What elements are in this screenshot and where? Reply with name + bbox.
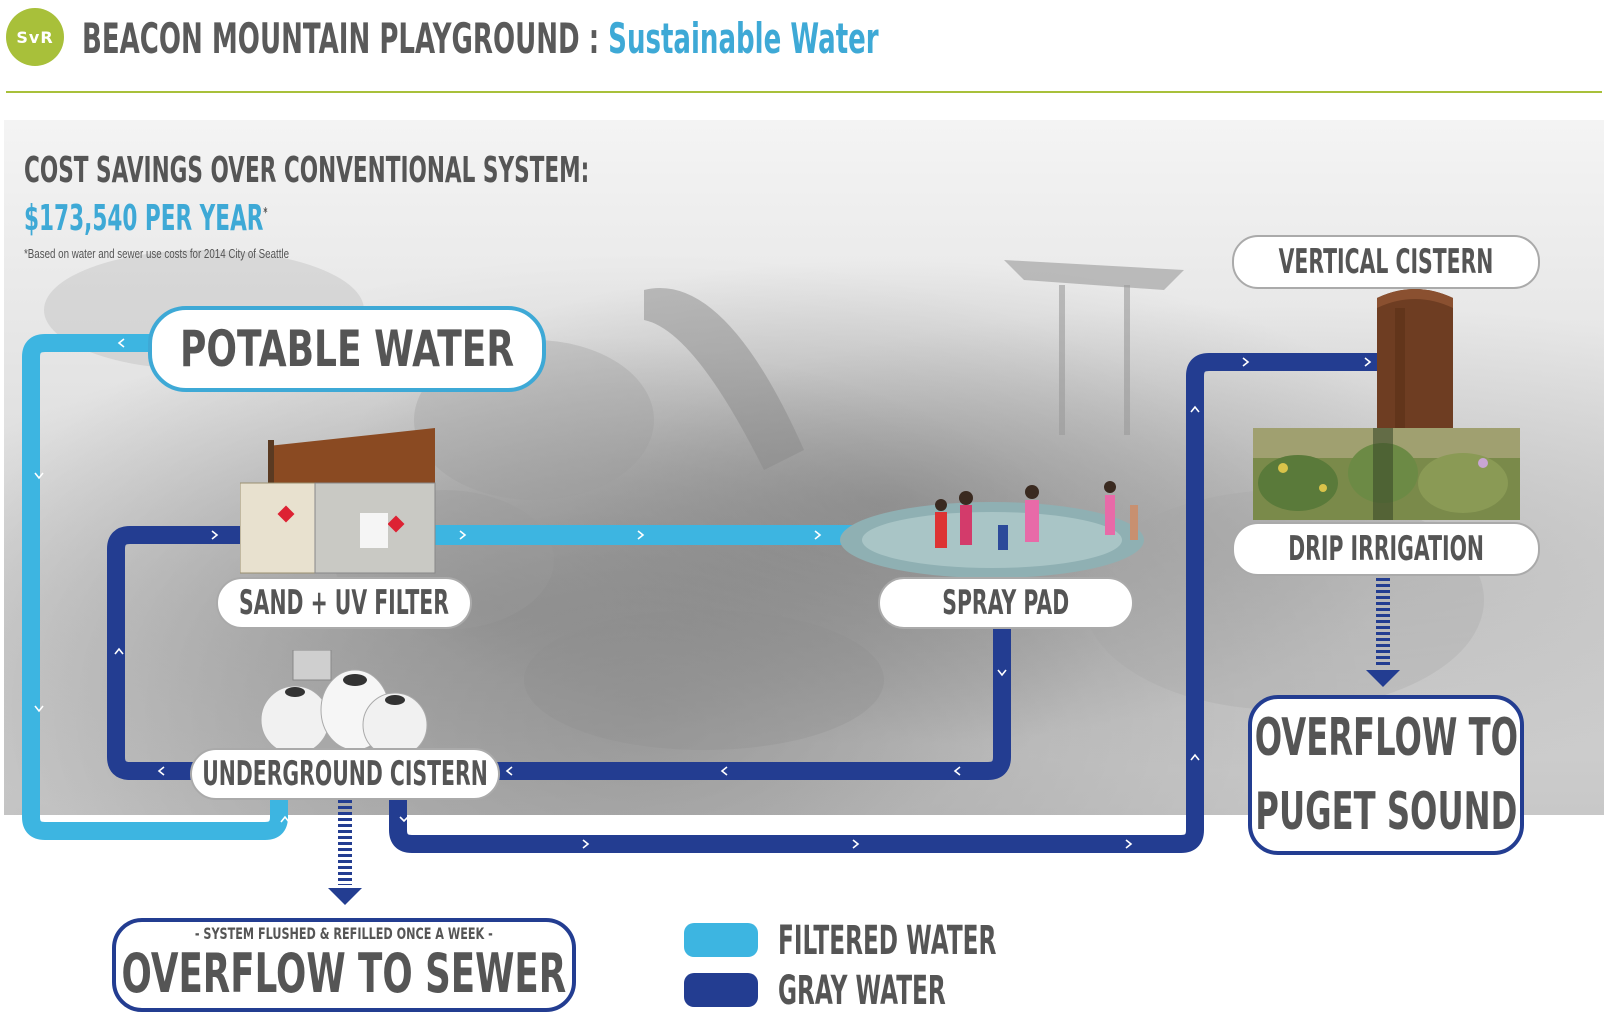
- spray-pad-photo: [840, 481, 1144, 578]
- footnote-mark: *: [263, 206, 268, 221]
- overflow-to-sewer-label: - SYSTEM FLUSHED & REFILLED ONCE A WEEK …: [112, 918, 576, 1012]
- header-divider: [6, 91, 1602, 93]
- gray-water-pipe-left-loop: [107, 526, 245, 780]
- svr-logo: SvR: [6, 8, 64, 66]
- underground-cistern-text: UNDERGROUND CISTERN: [202, 754, 488, 794]
- gray-water-pipe-spray-return: [492, 625, 1011, 780]
- legend-filtered-label: FILTERED WATER: [778, 918, 997, 964]
- overflow-to-sewer-arrowhead: [328, 888, 362, 905]
- potable-water-text: POTABLE WATER: [179, 320, 515, 378]
- overflow-puget-sound-label: OVERFLOW TO PUGET SOUND: [1248, 695, 1524, 855]
- title-text: BEACON MOUNTAIN PLAYGROUND :: [82, 14, 609, 63]
- overflow-puget-line1: OVERFLOW TO: [1254, 708, 1518, 768]
- drip-irrigation-text: DRIP IRRIGATION: [1288, 529, 1484, 569]
- underground-cistern-label: UNDERGROUND CISTERN: [190, 748, 500, 800]
- drip-irrigation-photo: [1253, 428, 1520, 520]
- potable-water-label: POTABLE WATER: [148, 306, 546, 392]
- drip-irrigation-label: DRIP IRRIGATION: [1232, 522, 1540, 576]
- gray-water-pipe-to-vertical-cistern: [389, 353, 1385, 853]
- sand-uv-filter-text: SAND + UV FILTER: [239, 583, 449, 623]
- title-subtitle: Sustainable Water: [608, 14, 879, 63]
- vertical-cistern-label: VERTICAL CISTERN: [1232, 235, 1540, 289]
- cost-savings-note: *Based on water and sewer use costs for …: [24, 246, 290, 261]
- vertical-cistern-photo: [1377, 289, 1453, 428]
- legend-filtered-swatch: [684, 923, 758, 957]
- overflow-puget-line2: PUGET SOUND: [1254, 782, 1518, 842]
- cost-amount-value: $173,540 PER YEAR: [24, 198, 264, 239]
- cost-savings-heading: COST SAVINGS OVER CONVENTIONAL SYSTEM:: [24, 150, 590, 191]
- vertical-cistern-text: VERTICAL CISTERN: [1278, 242, 1494, 282]
- overflow-to-sewer-text: OVERFLOW TO SEWER: [121, 942, 567, 1005]
- filtered-water-pipe-left-loop: [22, 334, 288, 840]
- sand-uv-filter-label: SAND + UV FILTER: [216, 577, 472, 629]
- cost-savings-amount: $173,540 PER YEAR*: [24, 198, 268, 239]
- overflow-to-puget-arrowhead: [1366, 670, 1400, 687]
- spray-pad-text: SPRAY PAD: [942, 583, 1070, 623]
- page-title: BEACON MOUNTAIN PLAYGROUND : Sustainable…: [82, 14, 879, 63]
- sewer-flush-note: - SYSTEM FLUSHED & REFILLED ONCE A WEEK …: [195, 924, 493, 943]
- flow-direction-chevrons: [34, 338, 1372, 856]
- spray-pad-label: SPRAY PAD: [878, 577, 1134, 629]
- legend-gray-swatch: [684, 973, 758, 1007]
- underground-cistern-photo: [260, 650, 428, 758]
- filter-kiosk-photo: [240, 428, 436, 574]
- legend-gray-label: GRAY WATER: [778, 968, 946, 1014]
